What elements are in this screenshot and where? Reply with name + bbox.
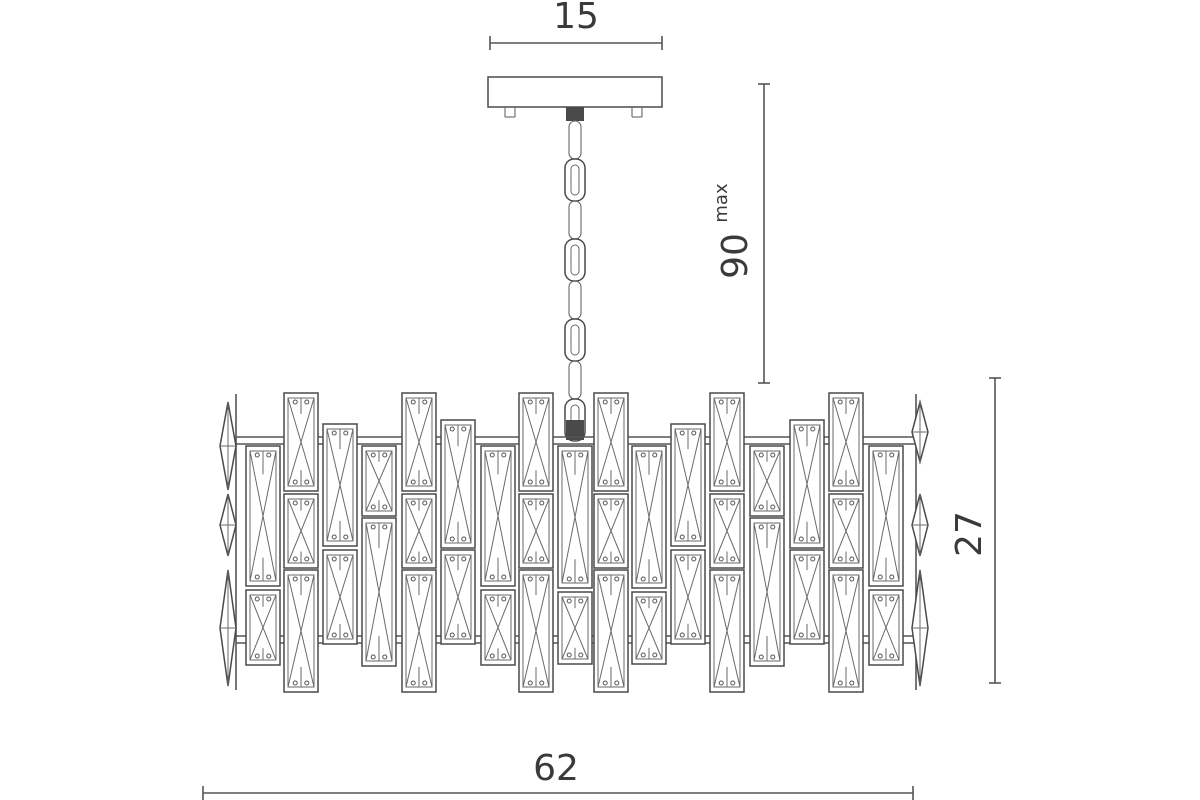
chain-length-max-label: max (711, 183, 732, 223)
crystal-panel (749, 445, 785, 517)
crystal-panel (557, 445, 593, 589)
crystal-panel (593, 569, 629, 693)
ceiling-canopy (487, 76, 663, 121)
side-crystal (911, 399, 929, 465)
crystal-panel (283, 493, 319, 569)
crystal-panel (631, 445, 667, 589)
body-width-dimension: 62 (202, 748, 914, 800)
crystal-panel (670, 423, 706, 547)
chain-link (568, 200, 582, 240)
body-width-label: 62 (533, 748, 579, 789)
crystal-panel (868, 589, 904, 666)
crystal-panel (361, 445, 397, 517)
crystal-panel (322, 423, 358, 547)
crystal-panels (245, 392, 904, 693)
body-height-label: 27 (949, 511, 990, 557)
crystal-panel (480, 445, 516, 587)
crystal-panel (868, 445, 904, 587)
crystal-panel (828, 569, 864, 693)
canopy-width-label: 15 (553, 0, 599, 37)
crystal-panel (789, 549, 825, 645)
side-crystal (911, 493, 929, 557)
body-height-dimension: 27 (949, 377, 1001, 684)
side-crystal (911, 569, 929, 687)
crystal-panel (709, 493, 745, 569)
chain-link (568, 280, 582, 320)
crystal-panel (828, 493, 864, 569)
crystal-panel (361, 517, 397, 667)
chain-link (568, 360, 582, 400)
crystal-panel (593, 392, 629, 492)
crystal-panel (283, 569, 319, 693)
crystal-panel (670, 549, 706, 645)
crystal-panel (709, 392, 745, 492)
crystal-panel (749, 517, 785, 667)
crystal-panel (709, 569, 745, 693)
crystal-panel (828, 392, 864, 492)
crystal-panel (440, 549, 476, 645)
side-crystal (219, 493, 237, 557)
crystal-panel (322, 549, 358, 645)
chain-length-label: 90 (715, 233, 756, 279)
crystal-panel (401, 493, 437, 569)
side-crystal (219, 401, 237, 491)
crystal-panel (518, 569, 554, 693)
side-crystals (219, 399, 929, 687)
crystal-panel (440, 419, 476, 549)
suspension-chain (564, 120, 586, 442)
crystal-panel (789, 419, 825, 549)
crystal-panel (245, 589, 281, 666)
crystal-panel (518, 493, 554, 569)
crystal-panel (401, 392, 437, 492)
crystal-body (219, 392, 929, 693)
side-crystal (219, 569, 237, 687)
crystal-panel (245, 445, 281, 587)
crystal-panel (401, 569, 437, 693)
chain-link (568, 120, 582, 160)
chain-length-dimension: 90 max (711, 83, 770, 384)
crystal-panel (557, 591, 593, 665)
crystal-panel (480, 589, 516, 666)
crystal-panel (283, 392, 319, 492)
crystal-panel (518, 392, 554, 492)
crystal-panel (631, 591, 667, 665)
crystal-panel (593, 493, 629, 569)
canopy-width-dimension: 15 (489, 0, 663, 50)
